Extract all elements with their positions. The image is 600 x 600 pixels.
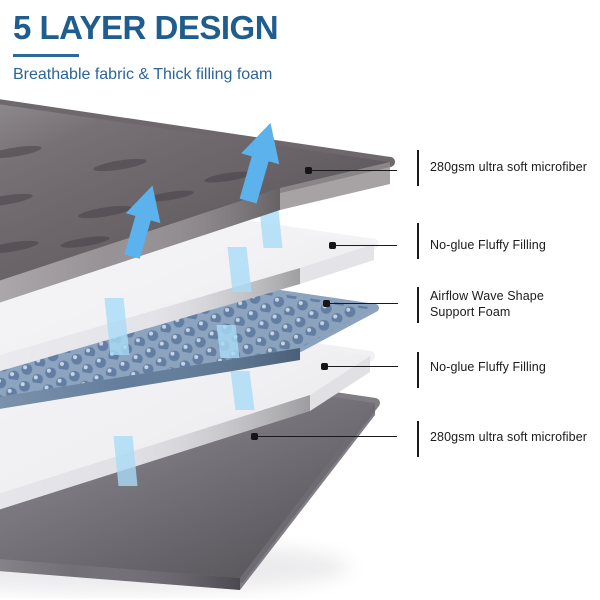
- label-divider: [417, 352, 419, 388]
- layer-1-top-microfiber: [0, 99, 395, 303]
- callout-label: 280gsm ultra soft microfiber: [430, 160, 588, 174]
- airflow-strip: [230, 371, 255, 410]
- page-title: 5 LAYER DESIGN: [13, 9, 279, 46]
- page-subtitle: Breathable fabric & Thick filling foam: [13, 66, 273, 83]
- leader-dot: [251, 433, 258, 440]
- leader-dot: [305, 167, 312, 174]
- leader-dot: [329, 242, 336, 249]
- callout-label: 280gsm ultra soft microfiber: [430, 430, 588, 444]
- label-divider: [417, 150, 419, 186]
- label-divider: [417, 287, 419, 323]
- callout-label: No-glue Fluffy Filling: [430, 360, 546, 374]
- airflow-strip: [227, 247, 252, 292]
- leader-line: [330, 303, 398, 304]
- airflow-strip: [216, 325, 240, 358]
- label-divider: [417, 421, 419, 457]
- leader-line: [312, 170, 397, 171]
- quilt-dimples: [0, 145, 252, 254]
- airflow-arrow-icon: [239, 122, 280, 204]
- label-divider: [417, 223, 419, 259]
- airflow-strip: [104, 298, 130, 355]
- title-underline: [13, 54, 79, 57]
- leader-line: [328, 366, 398, 367]
- leader-dot: [321, 363, 328, 370]
- airflow-strip: [113, 436, 138, 486]
- callout-label: No-glue Fluffy Filling: [430, 238, 546, 252]
- leader-line: [336, 245, 397, 246]
- callout-label: Airflow Wave Shape Support Foam: [430, 289, 544, 319]
- leader-dot: [323, 300, 330, 307]
- header: 5 LAYER DESIGN Breathable fabric & Thick…: [13, 8, 279, 84]
- leader-line: [258, 436, 397, 437]
- airflow-arrow-icon: [124, 185, 161, 259]
